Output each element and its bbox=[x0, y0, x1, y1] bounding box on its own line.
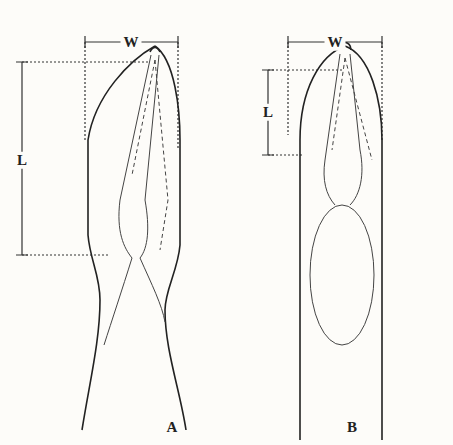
dimension-label: W bbox=[121, 34, 142, 51]
figure-label: B bbox=[344, 419, 360, 436]
figure-label: A bbox=[164, 419, 181, 436]
dimension-guides bbox=[16, 36, 382, 255]
dimension-label: W bbox=[325, 34, 346, 51]
figure-b-inner bbox=[310, 54, 374, 345]
dimension-label: L bbox=[14, 152, 30, 169]
figure-a-outline bbox=[82, 46, 186, 430]
figure-a-inner bbox=[104, 55, 168, 345]
dimension-label: L bbox=[260, 104, 276, 121]
figure-b-outline bbox=[300, 43, 382, 441]
